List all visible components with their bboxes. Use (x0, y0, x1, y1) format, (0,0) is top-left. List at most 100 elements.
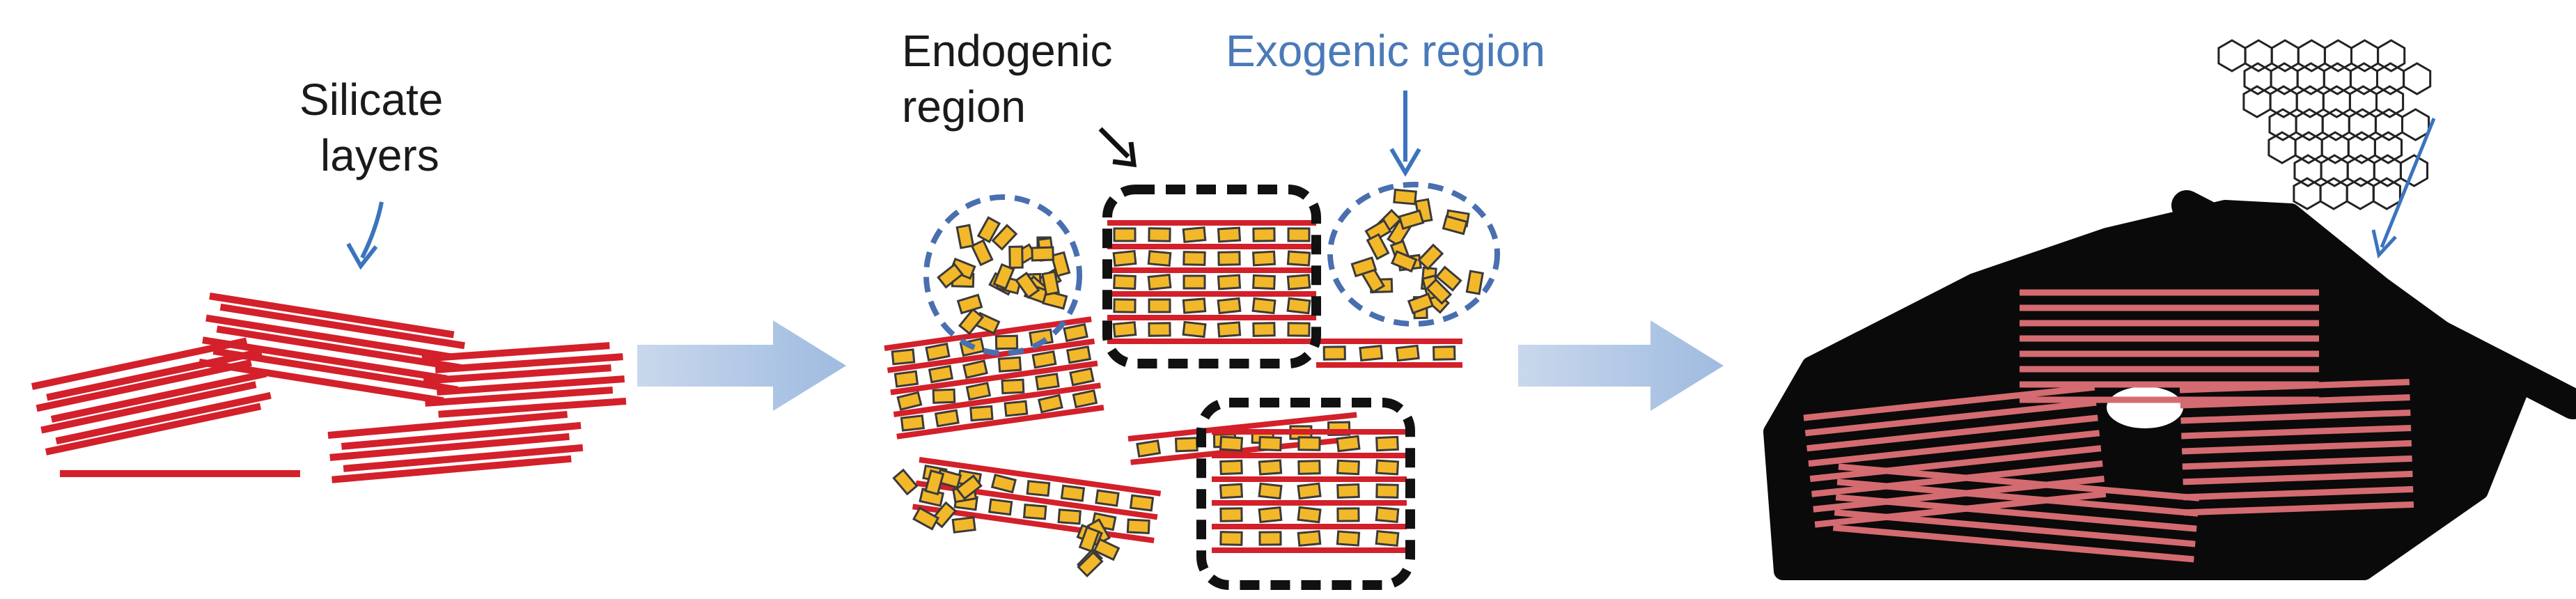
graphene-hexagon (2295, 108, 2324, 141)
carbonized-layer (1804, 399, 2097, 437)
graphene-hexagon (2323, 62, 2352, 95)
monomer (1015, 272, 1040, 300)
graphene-hexagon (2217, 39, 2247, 72)
monomer (1078, 526, 1100, 553)
monomer (1147, 273, 1172, 291)
monomer (1182, 251, 1206, 266)
monomer (1095, 489, 1120, 507)
graphene-hexagon (2349, 62, 2378, 95)
monomer (1407, 293, 1435, 315)
panel-intercalated-monomers (884, 188, 1484, 578)
monomer (1375, 506, 1400, 523)
monomer (1136, 439, 1162, 458)
carbonized-layer (1809, 445, 2102, 482)
monomer (1465, 270, 1484, 295)
graphene-hexagon (2347, 131, 2376, 164)
monomer (1258, 435, 1282, 452)
carbon-stacked-sheet (2171, 190, 2576, 419)
monomer (1148, 322, 1171, 337)
monomer (1069, 367, 1095, 387)
monomer (937, 263, 965, 289)
graphene-hexagon-icon (2217, 39, 2432, 210)
graphene-hexagon (2375, 85, 2405, 118)
silicate-layer (202, 336, 448, 382)
monomer (1297, 460, 1321, 475)
silicate-layer (329, 433, 570, 461)
silicate-layer (219, 303, 465, 350)
monomer (1217, 226, 1242, 243)
silicate-layer (423, 364, 611, 384)
silicate-layer (46, 348, 263, 401)
carbonized-layer (1838, 463, 2200, 501)
graphene-hexagon (2399, 154, 2428, 187)
monomer (1112, 249, 1137, 267)
monomer (1364, 219, 1392, 244)
monomer (1286, 274, 1311, 290)
monomer (1026, 480, 1051, 497)
monomer (900, 414, 925, 432)
monomer (1252, 274, 1276, 290)
monomer (1435, 265, 1462, 292)
silicate-layer (212, 348, 458, 394)
endogenic-pointer-arrow (1098, 127, 1130, 159)
monomer (1297, 530, 1322, 547)
exogenic-pointer-arrowhead (1389, 148, 1421, 177)
silicate-layer (40, 381, 257, 434)
exogenic-label: Exogenic region (1226, 26, 1545, 76)
monomer (1252, 322, 1276, 337)
monomer (1050, 251, 1071, 278)
graphene-hexagon (2270, 39, 2300, 72)
monomer (1251, 297, 1277, 315)
carbonized-layer (2180, 409, 2411, 424)
monomer (1426, 278, 1453, 305)
graphene-hexagon (2268, 108, 2297, 141)
monomer (892, 468, 919, 496)
graphene-hexagon (2242, 85, 2272, 118)
monomer (1129, 494, 1155, 512)
monomer (912, 506, 940, 531)
graphene-hexagon (2373, 154, 2402, 187)
silicate-layer (55, 391, 272, 445)
monomer (1336, 483, 1360, 499)
monomer (1375, 435, 1399, 452)
exogenic-region-circle-left (923, 194, 1082, 356)
graphene-hexagon (2322, 85, 2351, 118)
monomer (1065, 345, 1092, 364)
silicate-layer (1130, 435, 1360, 465)
monomer (1398, 209, 1425, 231)
monomer (997, 356, 1022, 373)
monomer (1093, 538, 1121, 561)
monomer (1286, 250, 1311, 267)
silicate-layer (887, 338, 1095, 373)
monomer (893, 370, 919, 388)
monomer (1113, 274, 1137, 290)
monomer (1182, 320, 1207, 339)
monomer (1072, 389, 1098, 409)
graphene-hexagon (2321, 108, 2350, 141)
silicate-layer (50, 370, 267, 423)
monomer (958, 308, 985, 335)
monomer (965, 382, 992, 401)
monomer (1336, 459, 1360, 476)
silicate-layer (341, 421, 581, 450)
exogenic-region-circle-right (1327, 182, 1500, 327)
monomer (1258, 506, 1283, 524)
silicate-layer (331, 455, 572, 483)
carbonized-layer (1803, 384, 2095, 421)
monomer (1219, 435, 1244, 452)
monomer (988, 498, 1013, 516)
monomer (1037, 394, 1063, 414)
monomer (1219, 507, 1243, 522)
monomer (1182, 274, 1206, 290)
monomer (1322, 345, 1346, 361)
graphene-hexagon (2293, 154, 2323, 187)
monomer (962, 359, 988, 380)
monomer (1113, 227, 1137, 242)
silicate-layer (896, 405, 1104, 439)
monomer (1113, 298, 1137, 313)
graphene-hexagon (2348, 85, 2378, 118)
monomer (969, 405, 994, 422)
monomer (1258, 482, 1283, 500)
graphene-hexagon (2377, 39, 2406, 72)
carbonized-layer (1806, 414, 2098, 452)
